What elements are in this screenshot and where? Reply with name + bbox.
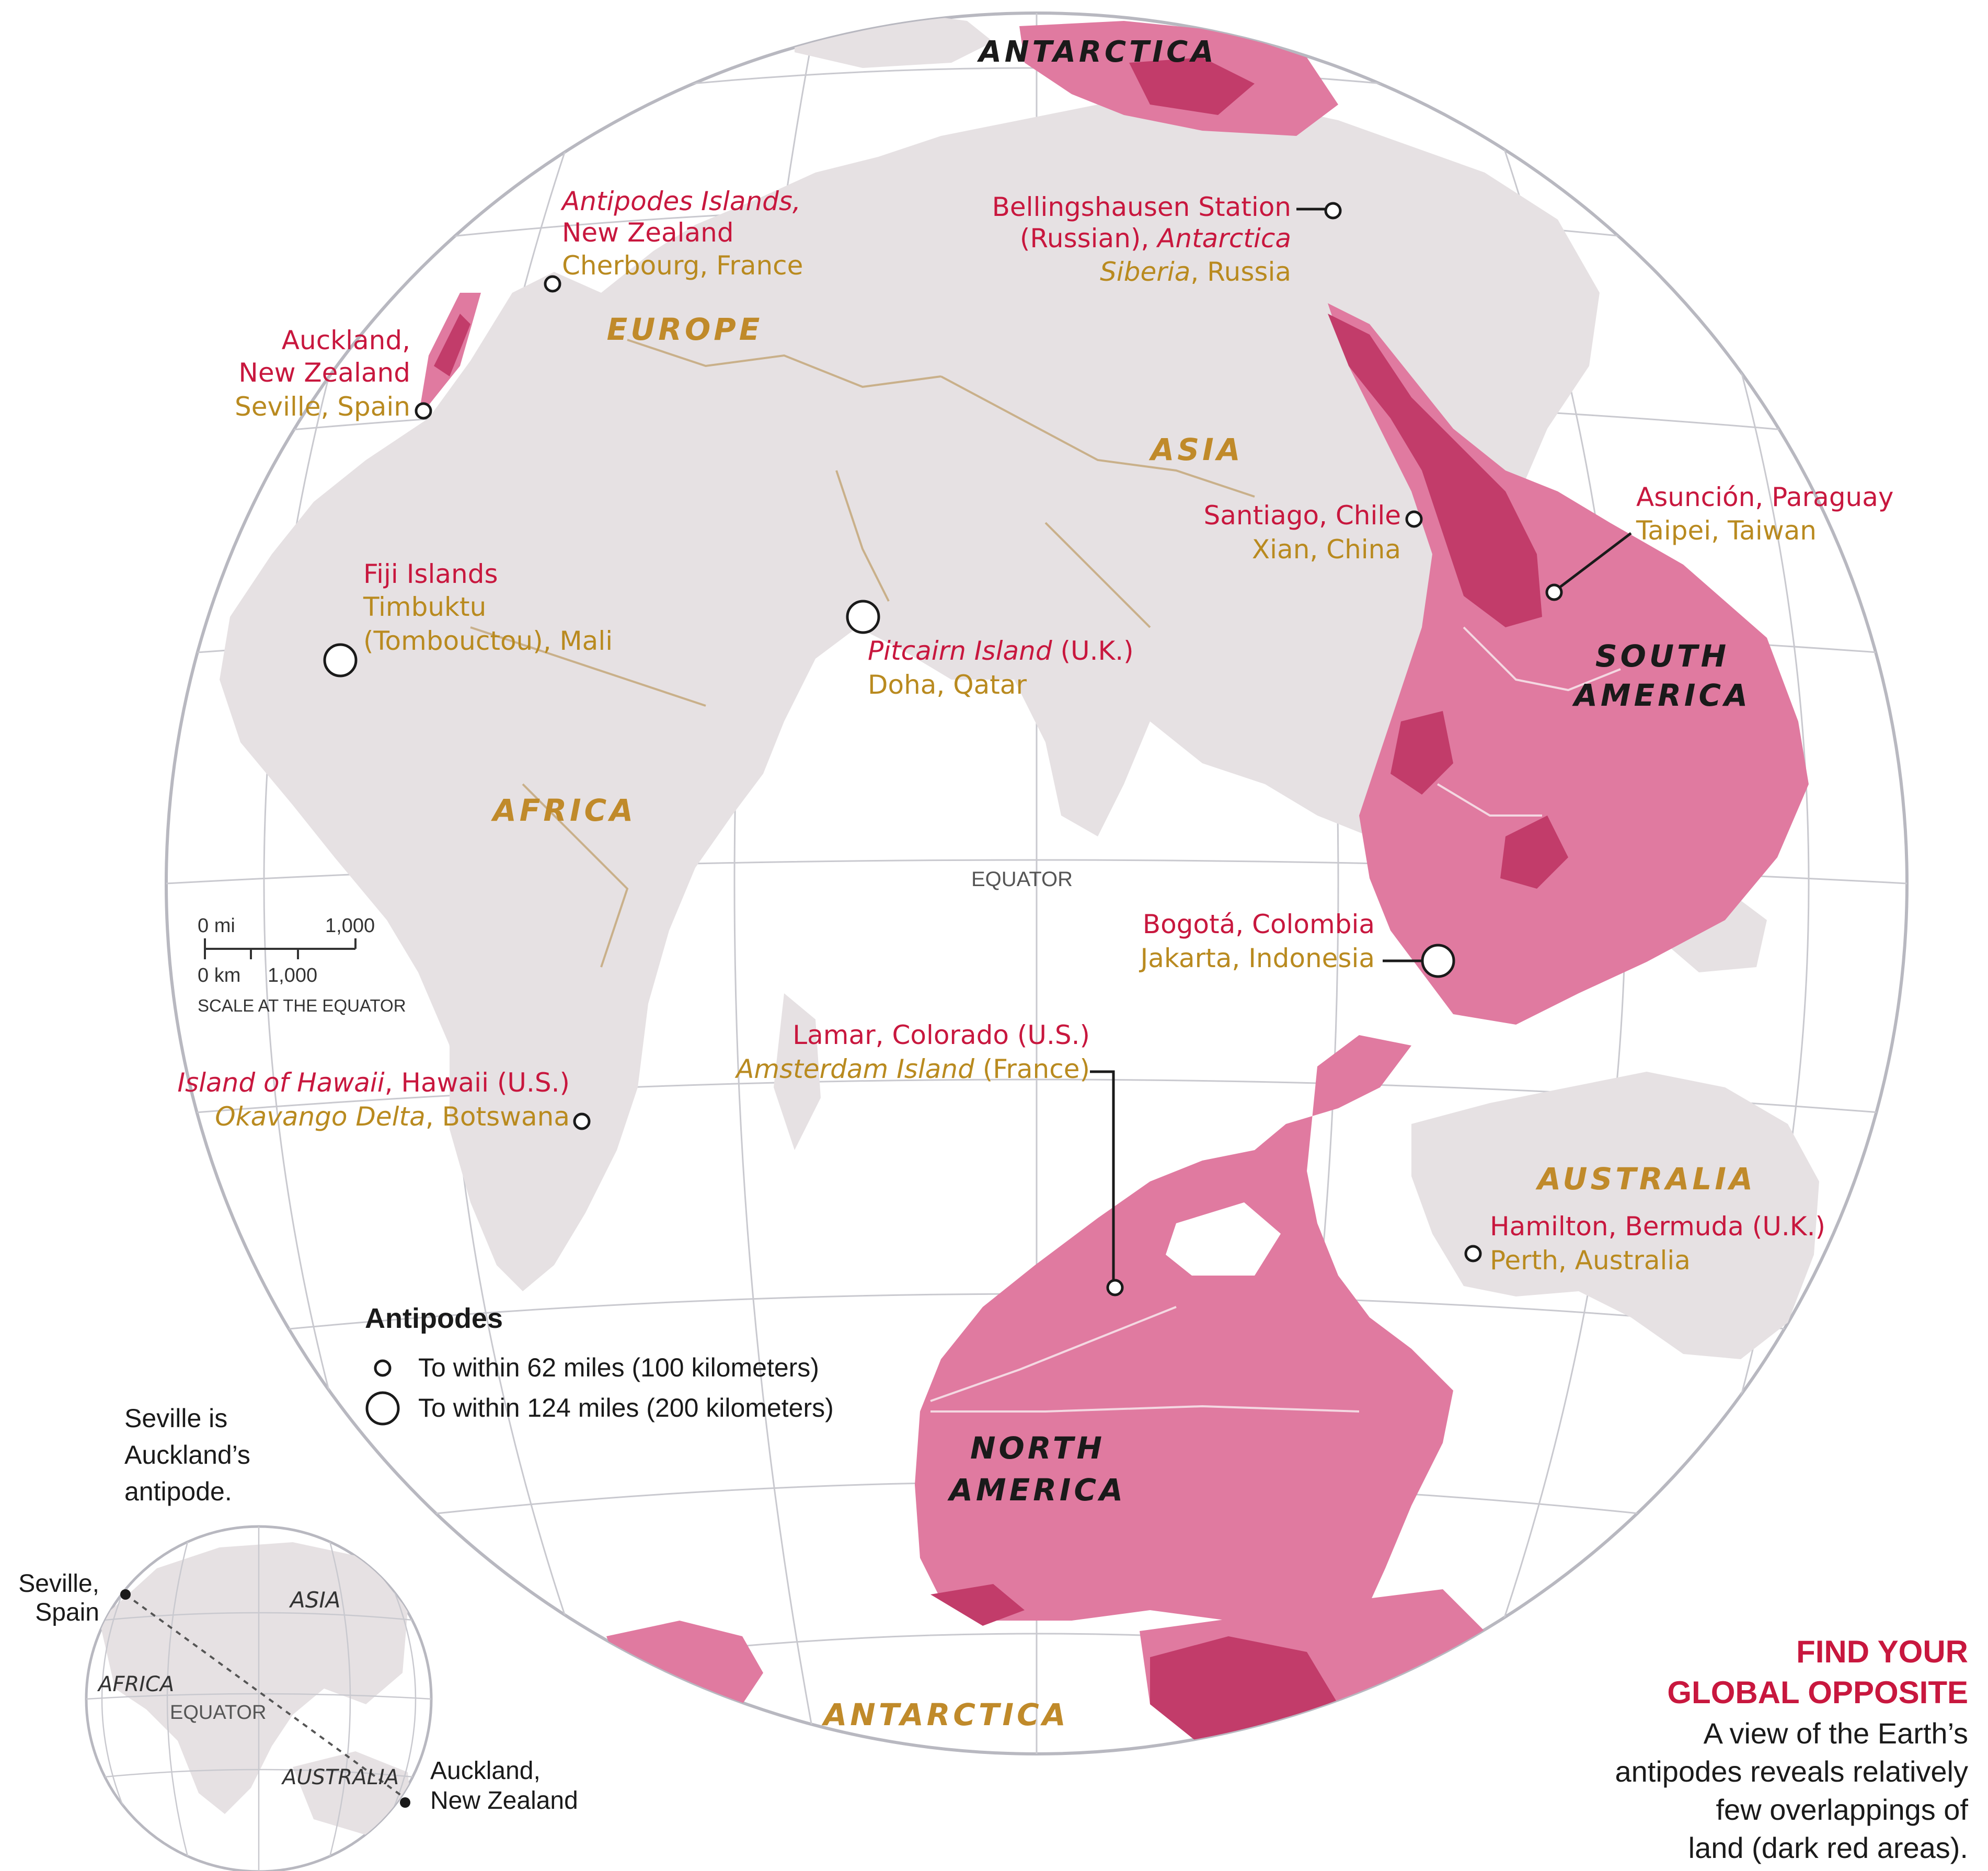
label-jakarta: Jakarta, Indonesia (1139, 943, 1375, 973)
inset-seville-2: Spain (35, 1599, 99, 1626)
legend-small-label: To within 62 miles (100 kilometers) (418, 1353, 819, 1382)
label-antarctica-bottom: ANTARCTICA (821, 1697, 1068, 1732)
label-timbuktu-1: Timbuktu (363, 592, 486, 622)
inset-caption-1: Seville is (124, 1404, 227, 1433)
marker-jakarta (1421, 944, 1455, 978)
inset-africa: AFRICA (97, 1672, 174, 1696)
title-line-1: FIND YOUR (1796, 1634, 1968, 1669)
label-seville: Seville, Spain (235, 392, 410, 422)
inset-auckland-1: Auckland, (430, 1757, 541, 1785)
label-south-america-1: SOUTH (1595, 638, 1729, 674)
label-bellingshausen-2: (Russian), Antarctica (1020, 223, 1291, 254)
marker-timbuktu (323, 643, 358, 678)
inset-marker-auckland (400, 1797, 410, 1808)
body-line-2: antipodes reveals relatively (1615, 1755, 1968, 1788)
label-bogota: Bogotá, Colombia (1143, 909, 1375, 939)
scale-mi-zero: 0 mi (198, 915, 235, 937)
label-siberia: Siberia, Russia (1100, 257, 1291, 287)
equator-label: EQUATOR (971, 868, 1073, 891)
inset-auckland-2: New Zealand (430, 1787, 578, 1815)
label-australia: AUSTRALIA (1535, 1161, 1756, 1197)
scale-mi-value: 1,000 (325, 915, 375, 937)
continent-labels: ANTARCTICA EUROPE ASIA AFRICA SOUTH AMER… (491, 35, 1756, 1732)
inset-seville-1: Seville, (18, 1570, 99, 1598)
marker-cherbourg (544, 275, 561, 293)
scale-bar: 0 mi 1,000 0 km 1,000 SCALE AT THE EQUAT… (198, 915, 406, 1015)
main-globe (165, 12, 1909, 1755)
inset-equator: EQUATOR (170, 1702, 266, 1724)
scale-km-zero: 0 km (198, 965, 240, 986)
label-xian: Xian, China (1252, 534, 1401, 565)
label-fiji: Fiji Islands (363, 559, 498, 589)
inset-marker-seville (120, 1589, 131, 1600)
marker-perth (1464, 1245, 1482, 1262)
label-antarctica-top: ANTARCTICA (976, 35, 1216, 69)
label-pitcairn: Pitcairn Island (U.K.) (868, 636, 1134, 666)
legend-large-label: To within 124 miles (200 kilometers) (418, 1393, 834, 1422)
label-africa: AFRICA (491, 793, 636, 828)
label-auckland-2: New Zealand (238, 358, 410, 388)
marker-lamar (1106, 1279, 1124, 1296)
legend-title: Antipodes (365, 1303, 503, 1334)
body-line-3: few overlappings of (1716, 1793, 1968, 1826)
label-timbuktu-2: (Tombouctou), Mali (363, 626, 613, 656)
marker-santiago (1405, 510, 1423, 528)
label-lamar: Lamar, Colorado (U.S.) (792, 1020, 1090, 1050)
place-labels: Antipodes Islands, New Zealand Cherbourg… (177, 186, 1893, 1276)
antipode-borders (930, 626, 1621, 1413)
title-block: FIND YOUR GLOBAL OPPOSITE A view of the … (1615, 1634, 1969, 1864)
label-taipei: Taipei, Taiwan (1636, 515, 1817, 546)
inset-caption-3: antipode. (124, 1477, 232, 1506)
inset-asia: ASIA (289, 1587, 341, 1613)
inset-caption-2: Auckland’s (124, 1440, 250, 1470)
marker-seville (415, 402, 432, 420)
label-auckland-1: Auckland, (282, 325, 410, 355)
body-line-4: land (dark red areas). (1688, 1831, 1968, 1864)
label-north-america-2: AMERICA (947, 1472, 1126, 1508)
label-hamilton: Hamilton, Bermuda (U.K.) (1490, 1211, 1825, 1242)
scale-km-value: 1,000 (268, 965, 317, 986)
label-north-america-1: NORTH (970, 1430, 1105, 1466)
label-doha: Doha, Qatar (868, 670, 1027, 700)
label-bellingshausen-1: Bellingshausen Station (992, 192, 1291, 222)
label-santiago: Santiago, Chile (1204, 500, 1401, 531)
label-antipodes-islands-1: Antipodes Islands, (560, 186, 801, 216)
label-europe: EUROPE (607, 312, 763, 347)
label-okavango: Okavango Delta, Botswana (215, 1101, 570, 1132)
body-line-1: A view of the Earth’s (1704, 1717, 1968, 1750)
markers (323, 202, 1632, 1296)
marker-okavango (573, 1112, 591, 1130)
label-amsterdam: Amsterdam Island (France) (734, 1054, 1090, 1084)
marker-doha (846, 600, 880, 634)
marker-taipei (1545, 583, 1563, 601)
marker-bellingshausen (1324, 202, 1342, 220)
legend-small-marker (374, 1359, 392, 1377)
label-hawaii: Island of Hawaii, Hawaii (U.S.) (177, 1067, 570, 1098)
country-borders (470, 339, 1255, 968)
label-south-america-2: AMERICA (1572, 678, 1751, 713)
inset-globe: Seville is Auckland’s antipode. Seville,… (18, 1404, 578, 1871)
legend: Antipodes To within 62 miles (100 kilome… (365, 1303, 834, 1426)
label-perth: Perth, Australia (1490, 1245, 1691, 1276)
label-asuncion: Asunción, Paraguay (1636, 482, 1893, 512)
inset-australia: AUSTRALIA (281, 1765, 399, 1789)
label-asia: ASIA (1148, 432, 1243, 467)
label-antipodes-islands-2: New Zealand (562, 217, 734, 248)
scale-caption: SCALE AT THE EQUATOR (198, 996, 406, 1015)
legend-large-marker (365, 1391, 400, 1426)
label-cherbourg: Cherbourg, France (562, 250, 803, 281)
title-line-2: GLOBAL OPPOSITE (1667, 1675, 1968, 1710)
